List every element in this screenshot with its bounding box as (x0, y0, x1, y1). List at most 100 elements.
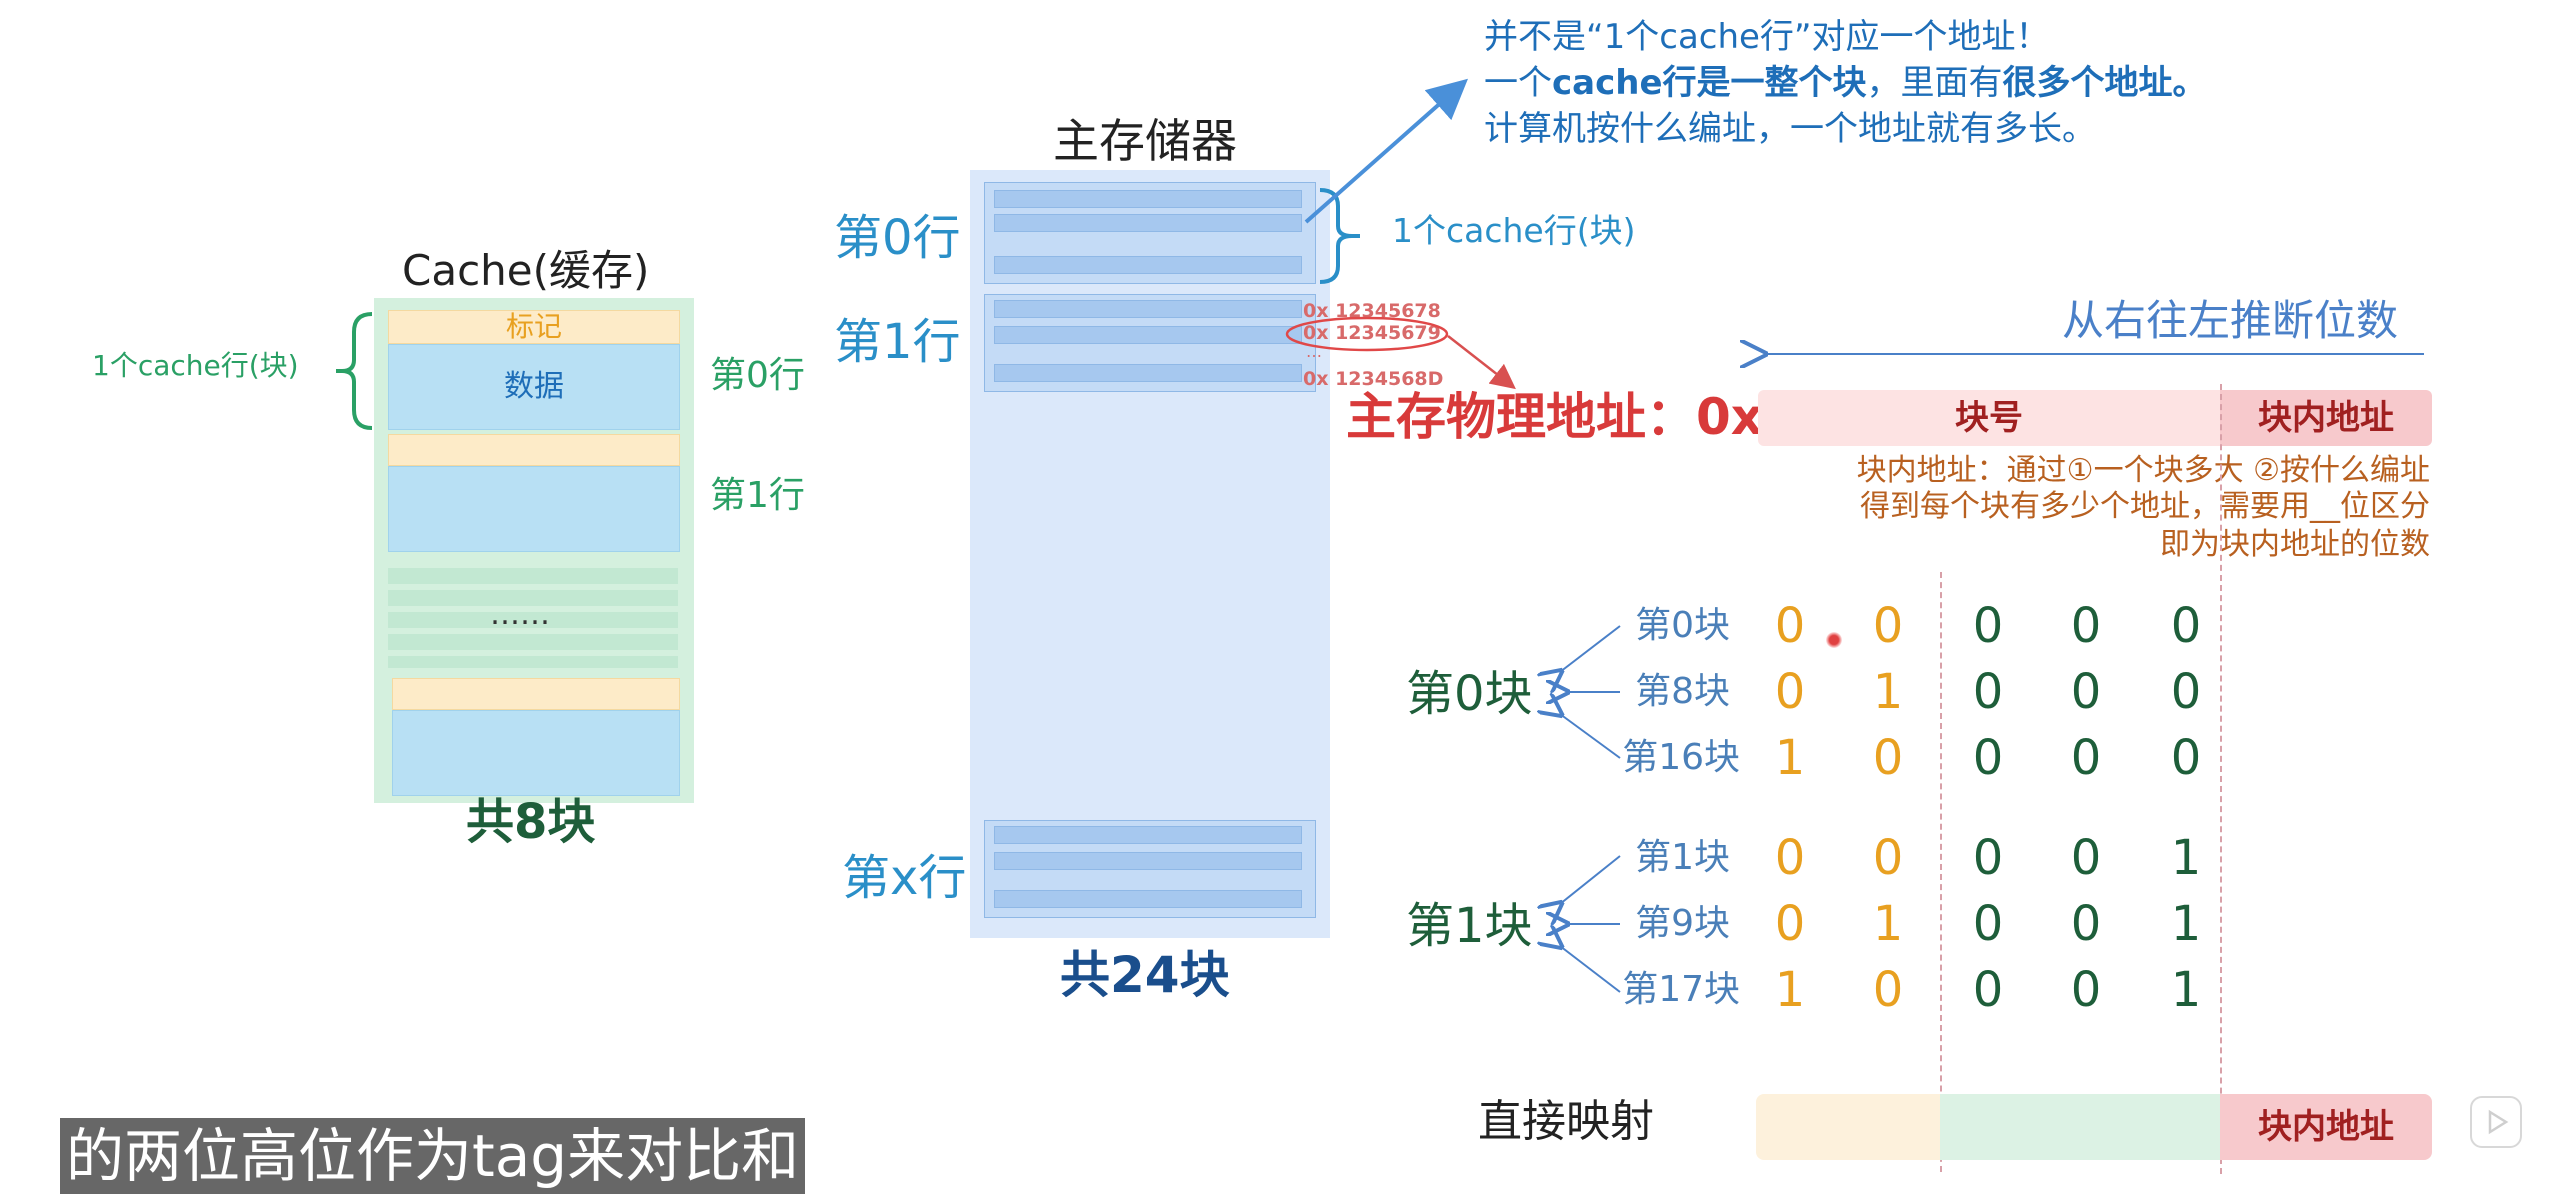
note-line3: 计算机按什么编址，一个地址就有多长。 (1484, 109, 2096, 149)
main-block-row (994, 214, 1302, 232)
physical-address-label: 主存物理地址：0x (1346, 388, 1764, 446)
cache-data-cell (392, 710, 680, 796)
main-line-brace (1319, 188, 1360, 284)
address-bit: 0 (2070, 896, 2102, 952)
main-row0-label: 第0行 (834, 210, 961, 266)
memory-block-label: 第9块 (1635, 903, 1730, 944)
address-highlight-ellipse (1285, 316, 1449, 352)
cache-tag-cell: 标记 (388, 310, 680, 344)
index-offset-separator (2220, 384, 2222, 1174)
address-bit: 1 (1774, 730, 1806, 786)
address-bit: 0 (1774, 598, 1806, 654)
address-bit: 0 (1972, 598, 2004, 654)
cache-line-brace-label: 1个cache行(块) (92, 349, 299, 382)
address-bit: 1 (2170, 830, 2202, 886)
address-bit: 1 (2170, 962, 2202, 1018)
memory-block-label: 第17块 (1622, 969, 1740, 1010)
play-triangle-icon (2488, 1109, 2509, 1135)
address-bit: 0 (1774, 896, 1806, 952)
address-bit: 0 (1872, 730, 1904, 786)
address-bit: 0 (1972, 830, 2004, 886)
note-line1: 并不是“1个cache行”对应一个地址！ (1484, 17, 2050, 57)
direct-offset-field: 块内地址 (2220, 1094, 2432, 1160)
memory-block-label: 第8块 (1635, 671, 1730, 712)
address-item: 0x 12345678 (1303, 300, 1441, 322)
note-line2: 一个cache行是一整个块，里面有很多个地址。 (1484, 66, 2207, 100)
cache-data-label: 数据 (504, 369, 564, 404)
main-row1-label: 第1行 (834, 314, 961, 370)
address-bit: 0 (2170, 598, 2202, 654)
main-block-row (994, 852, 1302, 870)
main-rowx-label: 第x行 (842, 850, 967, 906)
address-bit: 0 (1972, 730, 2004, 786)
play-icon[interactable] (2470, 1096, 2522, 1148)
address-bit: 0 (1774, 830, 1806, 886)
main-block-row (994, 364, 1302, 382)
right-to-left-label: 从右往左推断位数 (2062, 296, 2399, 345)
address-bit: 0 (2070, 730, 2102, 786)
cache-title: Cache(缓存) (402, 246, 650, 295)
address-bit: 0 (2170, 730, 2202, 786)
main-block-row (994, 256, 1302, 274)
note-line2-b: cache行是一整个块 (1552, 63, 1867, 103)
cache-row1-label: 第1行 (710, 475, 805, 516)
direct-index-field (1940, 1094, 2220, 1160)
memory-block-label: 第16块 (1622, 737, 1740, 778)
block-number-field: 块号 (1758, 390, 2220, 446)
cache-block1-label: 第1块 (1406, 898, 1533, 954)
address-bit: 0 (2070, 830, 2102, 886)
address-item: 0x 1234568D (1303, 368, 1444, 390)
cache-row0-label: 第0行 (710, 355, 805, 396)
address-bit: 0 (1872, 962, 1904, 1018)
offset-explain-2: 得到每个块有多少个地址，需要用__位区分 (1860, 489, 2430, 524)
block-offset-field: 块内地址 (2220, 390, 2432, 446)
address-bit: 0 (1972, 962, 2004, 1018)
note-line2-c: ，里面有 (1866, 63, 2003, 103)
address-bit: 0 (2070, 962, 2102, 1018)
memory-block-label: 第1块 (1635, 837, 1730, 878)
address-bit: 1 (2170, 896, 2202, 952)
main-block-row (994, 826, 1302, 844)
tag-index-separator (1940, 572, 1942, 1172)
cache-tag-cell (392, 678, 680, 710)
cache-line-brace (336, 312, 373, 430)
cache-data-cell: 数据 (388, 344, 680, 430)
video-subtitle: 的两位高位作为tag来对比和 (60, 1118, 806, 1194)
cache-tag-cell (388, 434, 680, 466)
block-number-label: 块号 (1955, 398, 2023, 438)
cache-tag-label: 标记 (505, 310, 562, 343)
address-bit: 0 (2070, 598, 2102, 654)
cache-ellipsis: …… (490, 597, 550, 632)
address-bit: 0 (1872, 598, 1904, 654)
main-block-row (994, 300, 1302, 318)
main-memory-total: 共24块 (1060, 946, 1230, 1004)
address-bit: 0 (1972, 896, 2004, 952)
cache-block0-label: 第0块 (1406, 666, 1533, 722)
address-bit: 0 (1972, 664, 2004, 720)
note-line2-d: 很多个地址。 (2002, 63, 2207, 103)
video-subtitle-text: 的两位高位作为tag来对比和 (66, 1122, 800, 1190)
direct-mapping-label: 直接映射 (1478, 1096, 1654, 1147)
cache-total: 共8块 (466, 794, 596, 850)
pointer-dot (1826, 632, 1842, 648)
note-line2-a: 一个 (1484, 63, 1552, 103)
main-memory-title: 主存储器 (1053, 114, 1237, 168)
block-offset-label: 块内地址 (2258, 398, 2394, 438)
address-bit: 0 (2070, 664, 2102, 720)
offset-explain-3: 即为块内地址的位数 (2160, 527, 2430, 562)
address-bit: 1 (1774, 962, 1806, 1018)
address-bit: 0 (1872, 830, 1904, 886)
main-line-brace-label: 1个cache行(块) (1392, 211, 1636, 250)
direct-tag-field (1756, 1094, 1940, 1160)
main-block-row (994, 890, 1302, 908)
offset-explain-1: 块内地址：通过①一个块多大 ②按什么编址 (1856, 453, 2430, 488)
address-bit: 1 (1872, 896, 1904, 952)
main-block-row (994, 190, 1302, 208)
address-bit: 0 (1774, 664, 1806, 720)
direct-offset-label: 块内地址 (2258, 1107, 2394, 1147)
main-block-row (994, 326, 1302, 344)
address-bit: 1 (1872, 664, 1904, 720)
cache-compressed-lines (388, 568, 678, 668)
address-item: 0x 12345679 (1303, 322, 1441, 344)
